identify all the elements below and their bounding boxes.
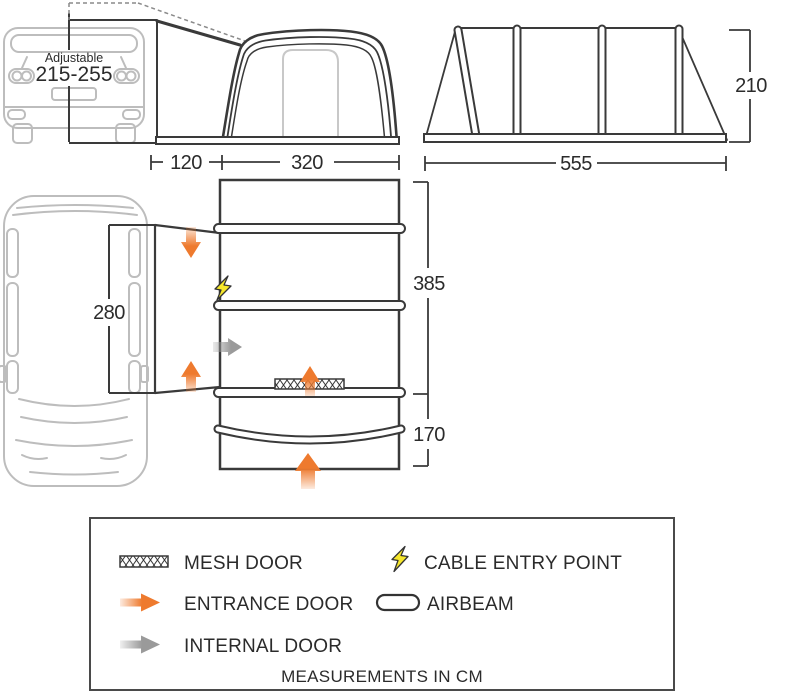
dim-height-210: 210 [735,75,767,97]
airbeam-1 [213,223,406,234]
van-tailgate-line [12,210,138,216]
dim-width-320: 320 [291,152,323,174]
dim-main-385: 385 [413,273,445,295]
adjustable-range: 215-255 [35,63,112,86]
legend-label-internal-door: INTERNAL DOOR [184,636,343,657]
airbeam-2 [213,300,406,311]
entrance-arrow-mesh-door [300,366,320,396]
van-top-view [0,195,149,487]
van-headlights [21,454,127,460]
front-door-outline [282,49,339,144]
mesh-door-icon [119,555,169,573]
awning-arch-outer [220,28,399,145]
airbeams-plan [213,223,406,398]
legend-box: MESH DOOR CABLE ENTRY POINT ENTRANCE DOO… [89,517,675,691]
legend-label-mesh-door: MESH DOOR [184,553,303,574]
entrance-arrow-tunnel-bottom [181,361,201,392]
van-top-body [3,195,148,487]
adjustable-label: Adjustable [45,51,103,65]
cable-entry-icon [391,545,411,579]
van-rear-window-ticks [21,56,127,69]
dim-front-170: 170 [413,424,445,446]
entrance-arrow-front [295,453,321,489]
awning-arch-middle [225,36,393,144]
dim-door-280: 280 [93,302,125,324]
van-rear-view [3,27,145,144]
van-windshield-arc [18,398,130,407]
dimension-210 [729,29,751,143]
van-hood-arc [15,439,133,447]
van-license-plate [51,87,97,101]
legend-label-entrance-door: ENTRANCE DOOR [184,594,354,615]
van-rear-body [3,27,145,129]
entrance-arrow-tunnel-top [181,227,201,258]
front-slope-line [679,31,728,141]
van-tail-light-left [8,68,35,84]
side-ground-bar [423,133,727,143]
van-mirror-left [0,365,7,383]
connector-sleeve [155,19,242,47]
side-elevation-view [423,24,728,143]
floor-plan [181,178,406,489]
van-front-bumper [29,471,119,476]
dim-length-555: 555 [560,153,592,175]
awning-arch-inner [229,43,386,144]
dim-connector-120: 120 [170,152,202,174]
cable-entry-bolt-icon [214,275,232,301]
legend-label-airbeam: AIRBEAM [427,594,514,615]
adjustable-height-dimension [68,2,246,144]
dimension-385-170 [413,181,429,467]
diagram-canvas: Adjustable 215-255 120 320 [0,2,768,489]
awning-front-view [155,19,400,145]
dimension-280 [108,224,155,394]
internal-door-arrow [213,338,242,356]
van-wheel-left [12,123,33,144]
adjustable-upper-position-dashed [68,2,246,42]
airbeams-elevation [453,24,684,141]
entrance-door-icon [119,592,161,619]
van-tail-light-right [113,68,140,84]
van-rear-window [10,34,138,53]
rear-slope-line [424,27,457,141]
dimension-120-320 [150,155,400,170]
dimension-555 [424,156,727,171]
van-mirror-right [140,365,149,383]
legend-label-cable-entry: CABLE ENTRY POINT [424,553,623,574]
front-ground-bar [155,136,400,145]
measurements-note: MEASUREMENTS IN CM [281,667,483,686]
internal-door-icon [119,634,161,661]
airbeam-icon [375,593,421,617]
